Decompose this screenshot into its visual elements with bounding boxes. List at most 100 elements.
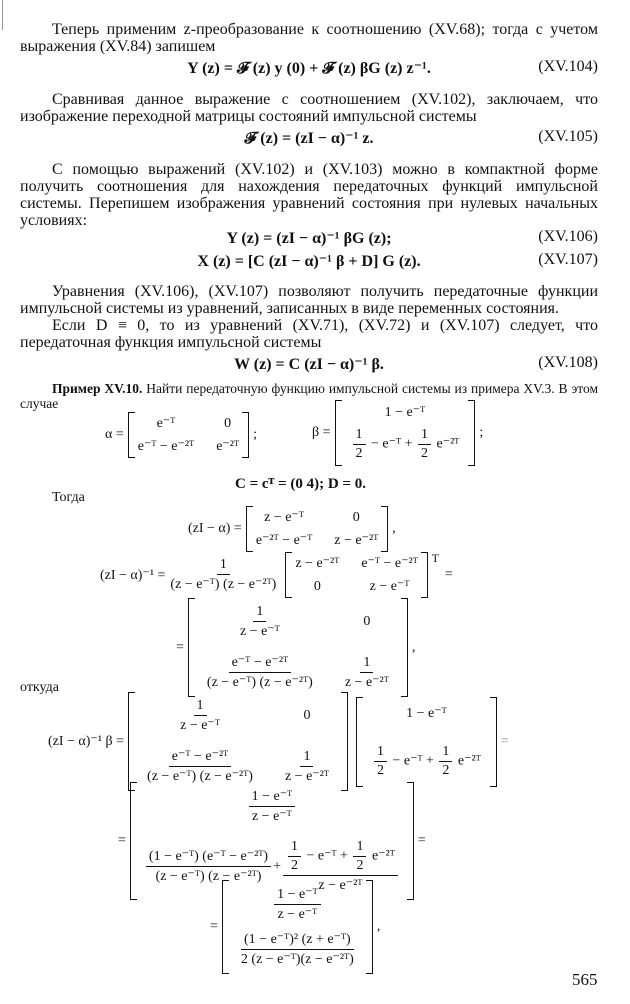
denominator: 2 (z − e⁻ᵀ)(z − e⁻²ᵀ) xyxy=(240,952,354,967)
denominator: 2 xyxy=(421,446,428,461)
cell: 1 − e⁻ᵀ xyxy=(384,405,426,420)
denominator: z − e⁻²ᵀ xyxy=(344,674,389,690)
numerator: 1 − e⁻ᵀ xyxy=(274,886,321,905)
separator: , xyxy=(376,919,381,934)
equals: = xyxy=(118,833,126,848)
numerator: 1 xyxy=(353,839,367,857)
paragraph-5: Если D ≡ 0, то из уравнений (XV.71), (XV… xyxy=(20,317,598,351)
equation-104: Y (z) = 𝓕 (z) y (0) + 𝓕 (z) βG (z) z⁻¹.(… xyxy=(20,58,598,78)
numerator: 1 xyxy=(193,698,207,716)
paragraph-text: Теперь применим z-преобразование к соотн… xyxy=(20,21,598,55)
equals: = xyxy=(444,567,453,582)
denominator: z − e⁻²ᵀ xyxy=(318,878,363,893)
denominator: (z − e⁻ᵀ) (z − e⁻²ᵀ) xyxy=(147,769,253,784)
paragraph-text: Если D ≡ 0, то из уравнений (XV.71), (XV… xyxy=(20,317,598,351)
denominator: 2 xyxy=(442,762,450,778)
transpose-mark: T xyxy=(431,552,439,565)
cell: 1 − e⁻ᵀ z − e⁻ᵀ xyxy=(248,788,296,825)
numerator: 1 xyxy=(300,749,314,767)
cell: 0 xyxy=(303,708,311,723)
term: − e⁻ᵀ + xyxy=(392,753,434,769)
numerator: 1 xyxy=(216,557,230,575)
term: − e⁻ᵀ + xyxy=(371,436,413,452)
lhs: β = xyxy=(312,425,331,440)
numerator: (1 − e⁻ᵀ)² (z + e⁻ᵀ) xyxy=(241,931,354,950)
numerator: 1 xyxy=(360,655,374,673)
cell: e⁻²ᵀ xyxy=(216,439,240,454)
equals: = xyxy=(176,639,184,655)
equals: = xyxy=(417,833,426,848)
plus: + xyxy=(273,858,281,874)
numerator: 1 xyxy=(352,427,366,445)
denominator: (z − e⁻ᵀ) (z − e⁻²ᵀ) xyxy=(170,577,277,592)
paragraph-4: Уравнения (XV.106), (XV.107) позволяют п… xyxy=(20,283,598,317)
cell: e⁻ᵀ − e⁻²ᵀ(z − e⁻ᵀ) (z − e⁻²ᵀ) xyxy=(144,748,256,785)
term: e⁻²ᵀ xyxy=(436,436,460,452)
page-number: 565 xyxy=(572,970,598,989)
inverse-eq: (zI − α)⁻¹ = 1(z − e⁻ᵀ) (z − e⁻²ᵀ) z − e… xyxy=(100,552,453,598)
cell: z − e⁻ᵀ xyxy=(369,579,410,594)
cell: z − e⁻²ᵀ xyxy=(334,533,379,548)
denominator: (z − e⁻ᵀ) (z − e⁻²ᵀ) xyxy=(155,869,262,884)
scan-edge xyxy=(2,0,3,30)
cell: e⁻ᵀ − e⁻²ᵀ xyxy=(137,439,195,454)
cell: e⁻ᵀ − e⁻²ᵀ xyxy=(361,556,418,571)
denominator: z − e⁻ᵀ xyxy=(180,718,220,733)
paragraph-text: Уравнения (XV.106), (XV.107) позволяют п… xyxy=(20,283,598,317)
formula: 𝓕 (z) = (zI − α)⁻¹ z. xyxy=(244,130,374,147)
equation-number: (XV.106) xyxy=(538,228,598,245)
cell: (1 − e⁻ᵀ) (e⁻ᵀ − e⁻²ᵀ) (z − e⁻ᵀ) (z − e⁻²… xyxy=(144,839,400,894)
equation-number: (XV.105) xyxy=(538,128,598,145)
cell: 0 xyxy=(352,509,360,525)
separator: ; xyxy=(253,427,257,442)
cell: z − e⁻ᵀ xyxy=(264,510,304,525)
denominator: z − e⁻ᵀ xyxy=(277,907,318,922)
cell: 1 − e⁻ᵀ z − e⁻ᵀ xyxy=(274,886,321,923)
denominator: 2 xyxy=(290,858,298,873)
separator: ; xyxy=(479,425,484,440)
example-body: Найти передаточную функцию импульсной си… xyxy=(20,381,598,411)
cell: 1 z − e⁻ᵀ xyxy=(177,698,223,734)
cell: e⁻ᵀ − e⁻²ᵀ(z − e⁻ᵀ) (z − e⁻²ᵀ) xyxy=(204,654,316,691)
formula: Y (z) = 𝓕 (z) y (0) + 𝓕 (z) βG (z) z⁻¹. xyxy=(187,60,431,77)
cell: (1 − e⁻ᵀ)² (z + e⁻ᵀ) 2 (z − e⁻ᵀ)(z − e⁻²ᵀ… xyxy=(238,931,357,968)
paragraph-2: Сравнивая данное выражение с соотношение… xyxy=(20,91,598,125)
final-column: 1 − e⁻ᵀ z − e⁻ᵀ (1 − e⁻ᵀ)² (z + e⁻ᵀ) 2 (z … xyxy=(221,880,373,974)
term: e⁻²ᵀ xyxy=(457,753,481,769)
numerator: 1 − e⁻ᵀ xyxy=(248,788,296,807)
denominator: 2 xyxy=(355,446,363,461)
lhs: (zI − α) = xyxy=(188,521,242,536)
example-label: Пример XV.10. xyxy=(52,381,143,396)
numerator: 1 xyxy=(418,427,431,445)
denominator: (z − e⁻ᵀ) (z − e⁻²ᵀ) xyxy=(206,675,313,690)
numerator: (1 − e⁻ᵀ) (e⁻ᵀ − e⁻²ᵀ) xyxy=(145,848,272,867)
inverse-matrix: 1 z − e⁻ᵀ 0 e⁻ᵀ − e⁻²ᵀ(z − e⁻ᵀ) (z − e⁻²ᵀ… xyxy=(128,692,348,791)
lhs: α = xyxy=(105,427,124,442)
example-text: Пример XV.10. Найти передаточную функцию… xyxy=(20,381,598,411)
equation-105: 𝓕 (z) = (zI − α)⁻¹ z. (XV.105) xyxy=(20,128,598,148)
formula: X (z) = [C (zI − α)⁻¹ β + D] G (z). xyxy=(197,253,421,270)
denominator: z − e⁻ᵀ xyxy=(251,809,292,824)
equation-106: Y (z) = (zI − α)⁻¹ βG (z);(XV.106) xyxy=(20,228,598,248)
product-column: 1 − e⁻ᵀ z − e⁻ᵀ (1 − e⁻ᵀ) (e⁻ᵀ − e⁻²ᵀ) (z … xyxy=(129,782,414,900)
equation-number: (XV.107) xyxy=(538,251,598,268)
paragraph-3: С помощью выражений (XV.102) и (XV.103) … xyxy=(20,161,598,229)
numerator: 1 xyxy=(253,604,267,622)
formula: W (z) = C (zI − α)⁻¹ β. xyxy=(234,356,384,373)
denominator: 2 xyxy=(376,762,384,778)
